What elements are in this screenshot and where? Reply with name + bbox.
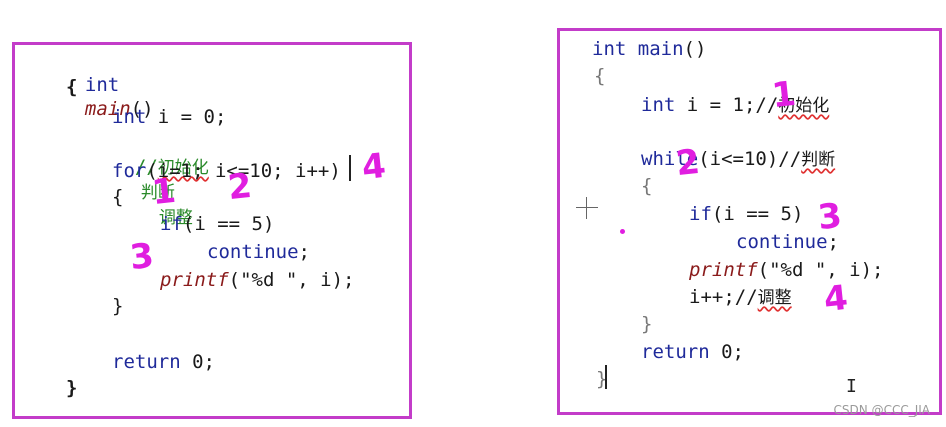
right-close-brace: } (596, 368, 608, 390)
right-continue-keyword: continue (736, 231, 828, 253)
left-code-panel (12, 42, 412, 419)
right-block-open: { (641, 175, 653, 197)
left-printf-name: printf (160, 269, 229, 291)
left-comment-adjust: 调整 (158, 208, 193, 228)
right-comment-init: 初始化 (778, 96, 830, 116)
right-annotation-3: 3 (815, 195, 844, 239)
left-main-type: int (84, 74, 120, 96)
right-line-main: int main() (592, 37, 706, 61)
left-main-parens: () (130, 98, 154, 120)
left-line-return: return 0; (112, 350, 215, 374)
left-line-for: for(i=1; i<=10; i++) (112, 159, 341, 183)
right-block-close: } (641, 313, 653, 335)
right-code-panel (557, 28, 942, 415)
text-cursor (349, 155, 351, 181)
right-decl-rest: i = 1;// (675, 94, 779, 116)
right-line-while: while(i<=10)//判断 (641, 147, 835, 172)
right-line-printf: printf("%d ", i); (689, 258, 883, 282)
left-block-close: } (112, 295, 124, 317)
right-open-brace: { (594, 65, 606, 87)
right-printf-args: ("%d ", i); (757, 259, 884, 281)
left-line-decl: int i = 0; (112, 105, 226, 129)
left-line-main: int main() (62, 49, 154, 121)
left-comment-slashes: // (134, 156, 158, 178)
left-line-printf: printf("%d ", i); (160, 268, 354, 292)
right-annotation-4: 4 (821, 277, 850, 321)
right-annotation-1: 1 (769, 73, 798, 117)
right-while-rest: (i<=10)// (698, 148, 802, 170)
right-comment-check: 判断 (801, 150, 836, 170)
left-continue-keyword: continue (207, 241, 299, 263)
ibeam-cursor-icon: I (846, 376, 857, 397)
right-line-increment: i++;//调整 (689, 285, 792, 310)
left-printf-args: ("%d ", i); (228, 269, 355, 291)
right-line-if: if(i == 5) (689, 202, 803, 226)
left-annotation-4: 4 (359, 145, 388, 189)
left-for-keyword: for (112, 160, 147, 182)
right-if-keyword: if (689, 203, 712, 225)
left-block-open: { (112, 186, 124, 208)
right-comment-adjust: 调整 (757, 288, 792, 308)
left-if-rest: (i == 5) (182, 213, 275, 235)
left-if-keyword: if (160, 213, 183, 235)
left-for-rest: (i=1; i<=10; i++) (146, 160, 341, 182)
left-return-rest: 0; (180, 351, 215, 373)
right-main-type: int (592, 38, 627, 60)
right-annotation-2: 2 (673, 141, 702, 185)
left-return-keyword: return (112, 351, 181, 373)
left-open-brace: { (66, 76, 78, 98)
left-decl-type: int (112, 106, 147, 128)
right-increment-code: i++;// (689, 286, 758, 308)
left-main-name: main (84, 98, 131, 120)
left-continue-semi: ; (298, 241, 310, 263)
left-close-brace: } (66, 377, 78, 399)
right-main-parens: () (683, 38, 707, 60)
right-while-keyword: while (641, 148, 699, 170)
left-line-continue: continue; (207, 240, 310, 264)
left-comment-check: 判断 (140, 183, 175, 203)
left-comment-init: 初始化 (157, 158, 209, 178)
watermark: CSDN @CCC_JIA (833, 403, 930, 417)
right-main-name: main (637, 38, 684, 60)
right-printf-name: printf (689, 259, 758, 281)
left-decl-rest: i = 0; (146, 106, 227, 128)
pen-dot (620, 229, 625, 234)
right-return-keyword: return (641, 341, 710, 363)
left-annotation-2: 2 (225, 165, 254, 209)
right-return-rest: 0; (709, 341, 744, 363)
left-annotation-3: 3 (127, 235, 156, 279)
right-text-cursor (605, 365, 607, 389)
left-annotation-1: 1 (149, 170, 178, 214)
crosshair-cursor-icon (576, 197, 598, 219)
right-line-continue: continue; (736, 230, 839, 254)
left-line-if: if(i == 5) (160, 212, 274, 236)
right-line-return: return 0; (641, 340, 744, 364)
left-line-comment: //初始化 判断 调整 (112, 131, 209, 230)
right-decl-type: int (641, 94, 676, 116)
right-line-decl: int i = 1;//初始化 (641, 93, 829, 118)
right-if-rest: (i == 5) (711, 203, 804, 225)
right-continue-semi: ; (827, 231, 839, 253)
